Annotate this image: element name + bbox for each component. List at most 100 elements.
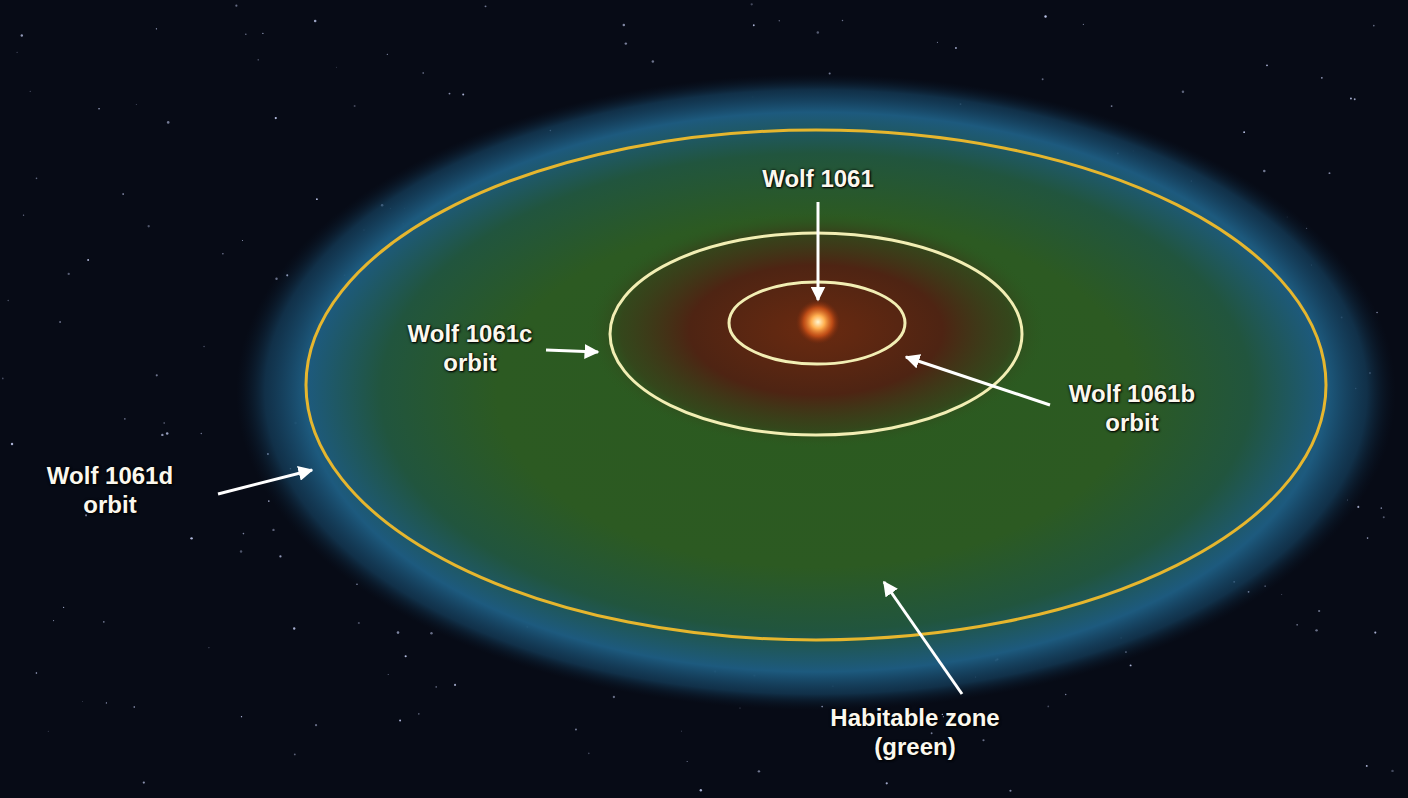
star-dot [81,701,83,703]
star-dot [156,28,157,29]
star-dot [1318,610,1320,612]
star-dot [1243,131,1245,133]
leader-lines [218,202,1050,694]
star-dot [1281,594,1283,596]
star-dot [982,739,984,741]
star-dot [103,621,105,623]
star-dot [136,104,137,105]
star-dot [315,724,317,726]
star-dot [23,214,24,215]
star-dot [21,34,23,36]
star-dot [1357,506,1359,508]
star-dot [1367,537,1369,539]
star-dot [268,500,270,502]
star-dot [1373,25,1375,27]
star-dot [937,42,938,43]
label-text: Wolf 1061c orbit [395,320,545,378]
leader-line [884,582,962,694]
star-dot [1315,629,1317,631]
star-dot [314,20,317,23]
star-dot [258,59,259,60]
star-dot [1083,24,1084,25]
star-dot [1130,664,1132,666]
star-dot [1329,172,1331,174]
star-dot [163,422,165,424]
star-dot [106,702,107,703]
star-dot [739,707,740,708]
star-dot [161,434,163,436]
star-dot [1354,98,1356,100]
star-dot [613,696,615,698]
star-dot [316,198,318,200]
star-dot [59,321,61,323]
star-dot [1065,694,1066,695]
star-dot [243,533,245,535]
star-dot [588,753,590,755]
star-dot [1111,105,1113,107]
star-dot [399,720,401,722]
star-dot [753,24,755,26]
star-dot [397,631,400,634]
star-dot [294,754,296,756]
star-dot [454,684,456,686]
star-dot [98,108,99,109]
star-dot [955,47,957,49]
label-text: Wolf 1061 [762,165,874,194]
star [796,300,840,344]
star-dot [1350,98,1352,100]
leader-line [218,470,312,494]
star-dot [1366,765,1368,767]
star-dot [47,730,49,732]
star-dot [63,607,64,608]
outer-orbit [306,130,1326,640]
leader-line [906,357,1050,405]
star-dot [623,24,626,27]
star-dot [358,622,360,624]
star-dot [751,3,753,5]
star-dot [1391,770,1393,772]
star-dot [817,31,819,33]
star-dot [1296,624,1297,625]
star-dot [700,789,702,791]
star-dot [148,225,150,227]
star-dot [1047,706,1049,708]
star-dot [436,686,437,687]
star-dot [166,432,169,435]
star-dot [485,5,487,7]
star-dot [167,121,170,124]
star-dot [203,346,205,348]
star-dot [1266,64,1268,66]
star-dot [36,672,38,674]
star-dot [886,782,888,784]
star-dot [143,782,145,784]
star-dot [387,54,388,55]
star-dot [240,550,242,552]
star-dot [1044,15,1046,17]
star-dot [1182,90,1184,92]
star-dot [1381,507,1383,509]
star-dot [53,620,54,621]
star-dot [222,253,223,254]
star-dot [208,647,210,649]
star-dot [418,713,420,715]
star-dot [625,42,627,44]
star-dot [11,443,13,445]
star-dot [842,20,843,21]
star-dot [87,259,89,261]
middle-orbit [610,233,1022,435]
star-dot [245,33,247,35]
star-dot [7,300,8,301]
star-dot [1383,516,1385,518]
star-dot [779,20,780,21]
star-dot [758,770,760,772]
star-dot [275,117,277,119]
star-dot [449,93,451,95]
star-dot [1321,77,1323,79]
star-dot [430,632,432,634]
star-dot [262,33,263,34]
star-dot [68,273,70,275]
star-dot [687,761,688,762]
star-dot [1374,632,1376,634]
